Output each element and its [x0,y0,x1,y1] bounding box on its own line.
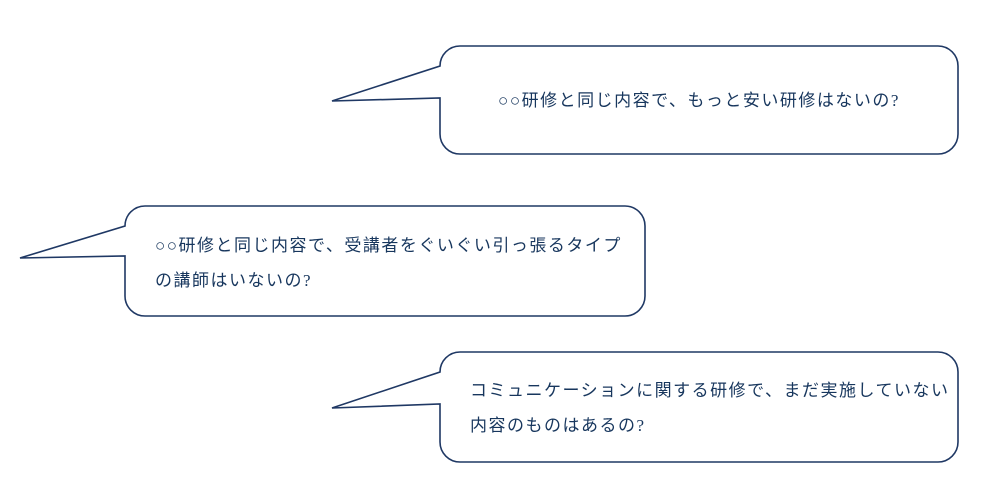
bubble-3-line-1: コミュニケーションに関する研修で、まだ実施していない [470,381,950,400]
bubble-3-line-2: 内容のものはあるの? [470,416,646,435]
speech-bubble-3-shape [331,351,959,463]
bubble-1-line-1: ○○研修と同じ内容で、もっと安い研修はないの? [498,91,900,110]
bubble-2-line-2: の講師はいないの? [155,271,313,290]
speech-bubble-1-shape [331,45,959,155]
speech-bubble-2-text: ○○研修と同じ内容で、受講者をぐいぐい引っ張るタイプ の講師はいないの? [155,228,622,298]
speech-bubble-3-text: コミュニケーションに関する研修で、まだ実施していない 内容のものはあるの? [470,373,949,443]
bubble-2-line-1: ○○研修と同じ内容で、受講者をぐいぐい引っ張るタイプ [155,236,622,255]
speech-bubble-1-text: ○○研修と同じ内容で、もっと安い研修はないの? [440,83,958,118]
speech-bubble-2-shape [19,205,646,317]
